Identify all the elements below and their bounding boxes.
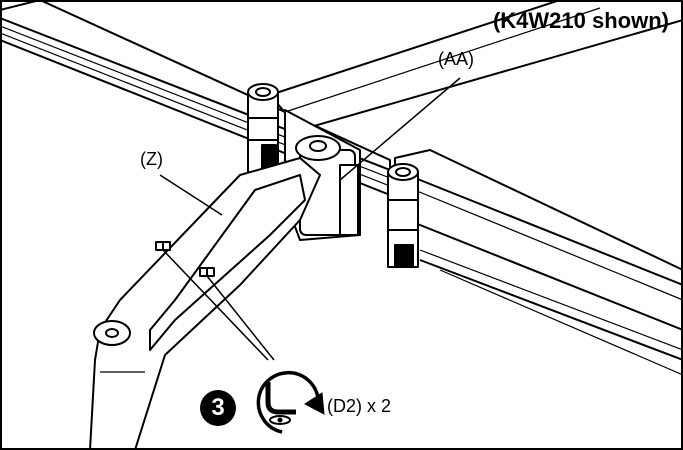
- callout-label-z: (Z): [140, 149, 163, 169]
- leader-line-aa: [339, 77, 461, 181]
- leader-line-z: [159, 174, 223, 216]
- right-pivot-cylinder: [387, 163, 419, 268]
- leader-line-d2-right: [206, 275, 275, 361]
- left-pivot-cylinder: [247, 83, 279, 173]
- support-arm-z: [89, 157, 321, 448]
- leader-line-d2-left: [162, 249, 269, 361]
- hex-key-rotate-icon: [256, 371, 325, 434]
- figure-title: (K4W210 shown): [492, 8, 669, 33]
- callout-label-d2: (D2) x 2: [327, 396, 392, 416]
- right-crossbar-beam: [394, 149, 681, 375]
- screw-d2-left: [155, 241, 171, 251]
- callout-label-aa: (AA): [438, 49, 474, 69]
- screw-d2-right: [199, 267, 215, 277]
- step-number-badge: 3: [200, 390, 236, 426]
